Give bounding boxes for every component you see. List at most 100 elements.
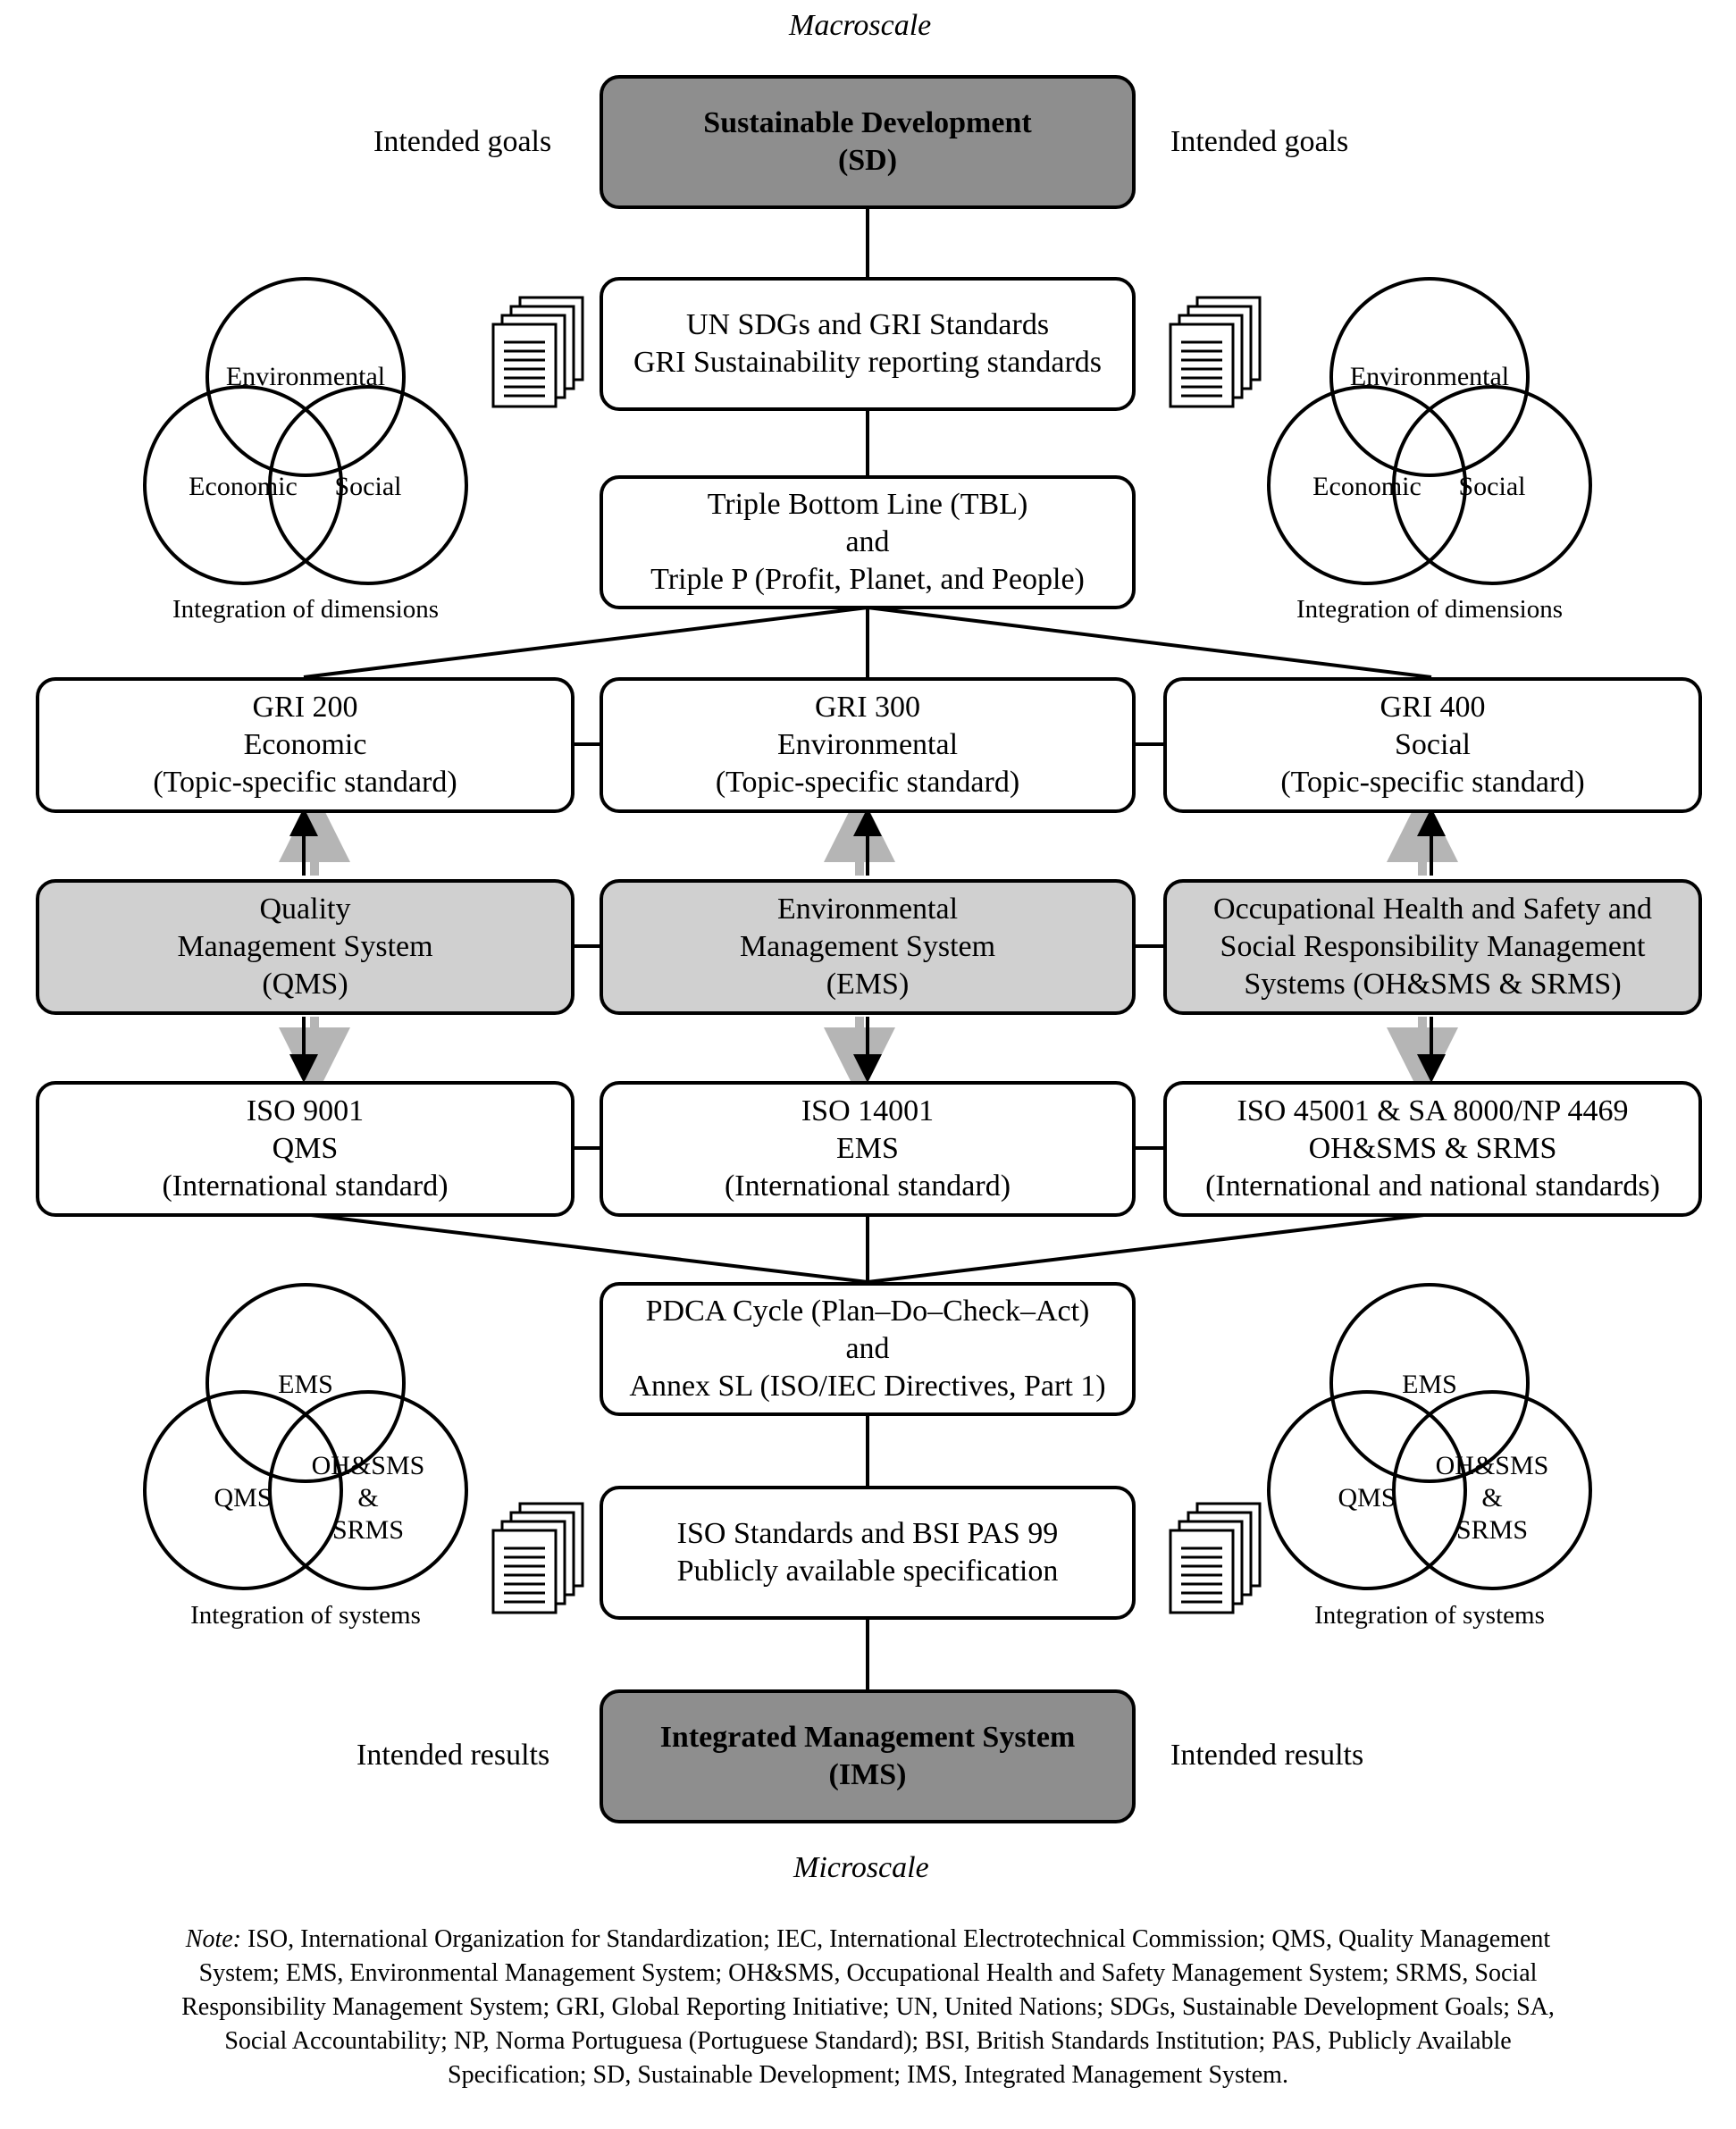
venn-dim-right-right: Social	[1458, 472, 1526, 501]
venn-circle	[143, 385, 343, 585]
tbl-line3: Triple P (Profit, Planet, and People)	[650, 563, 1085, 596]
iso45001-line1: ISO 45001 & SA 8000/NP 4469	[1237, 1094, 1629, 1127]
venn-sys-top-right: EMS	[1402, 1370, 1457, 1399]
intended-results-left: Intended results	[356, 1739, 550, 1772]
iso9001-line3: (International standard)	[162, 1169, 449, 1203]
gri200-line2: Economic	[243, 728, 367, 761]
venn-dim-caption-left: Integration of dimensions	[172, 595, 440, 624]
intended-goals-right: Intended goals	[1170, 125, 1349, 158]
venn-sys-right-left: OH&SMS & SRMS	[312, 1450, 425, 1546]
ems-line1: Environmental	[776, 893, 959, 926]
venn-sys-caption-right: Integration of systems	[1314, 1601, 1545, 1630]
iso45001-line3: (International and national standards)	[1205, 1169, 1660, 1203]
gri400-line1: GRI 400	[1380, 691, 1486, 724]
venn-sys-right-line2: &	[357, 1483, 379, 1513]
gri400-box: GRI 400 Social (Topic-specific standard)	[1163, 677, 1702, 813]
intended-results-right: Intended results	[1170, 1739, 1364, 1772]
venn-circle	[205, 277, 406, 477]
microscale-label: Microscale	[793, 1851, 929, 1884]
venn-sys-right-r-line1: OH&SMS	[1435, 1451, 1549, 1480]
connector-line	[303, 606, 868, 679]
venn-sys-right-r-line3: SRMS	[1455, 1515, 1529, 1545]
iso45001-line2: OH&SMS & SRMS	[1308, 1132, 1557, 1165]
venn-dim-top-left: Environmental	[225, 362, 386, 391]
iso9001-line1: ISO 9001	[246, 1094, 365, 1127]
iso9001-box: ISO 9001 QMS (International standard)	[36, 1081, 574, 1217]
venn-dim-right-left: Social	[334, 472, 402, 501]
qms-line3: (QMS)	[262, 968, 348, 1001]
venn-dim-left-right: Economic	[1312, 472, 1422, 501]
ohs-line1: Occupational Health and Safety and	[1213, 893, 1652, 926]
gri400-line2: Social	[1395, 728, 1471, 761]
qms-line1: Quality	[259, 893, 351, 926]
ohs-line3: Systems (OH&SMS & SRMS)	[1244, 968, 1622, 1001]
iso-bsi-line2: Publicly available specification	[676, 1555, 1059, 1588]
tbl-line1: Triple Bottom Line (TBL)	[707, 488, 1028, 521]
iso14001-box: ISO 14001 EMS (International standard)	[600, 1081, 1136, 1217]
macroscale-label: Macroscale	[789, 9, 932, 42]
tbl-box: Triple Bottom Line (TBL) and Triple P (P…	[600, 475, 1136, 609]
iso14001-line3: (International standard)	[724, 1169, 1011, 1203]
venn-circle	[1392, 1390, 1592, 1590]
iso14001-line2: EMS	[836, 1132, 899, 1165]
ohs-line2: Social Responsibility Management	[1220, 930, 1646, 963]
venn-dim-caption-right: Integration of dimensions	[1296, 595, 1564, 624]
venn-circle	[205, 1283, 406, 1483]
ems-box: Environmental Management System (EMS)	[600, 879, 1136, 1015]
iso-bsi-line1: ISO Standards and BSI PAS 99	[676, 1517, 1059, 1550]
venn-circle	[1329, 1283, 1530, 1483]
ims-abbr: (IMS)	[828, 1758, 907, 1791]
sd-box: Sustainable Development (SD)	[600, 75, 1136, 209]
venn-sys-left-right: QMS	[1338, 1483, 1396, 1513]
pdca-line1: PDCA Cycle (Plan–Do–Check–Act)	[645, 1295, 1090, 1328]
iso-bsi-box: ISO Standards and BSI PAS 99 Publicly av…	[600, 1486, 1136, 1620]
venn-dim-left-left: Economic	[189, 472, 298, 501]
iso14001-line1: ISO 14001	[801, 1094, 935, 1127]
pdca-line2: and	[845, 1332, 890, 1365]
sd-title: Sustainable Development	[703, 106, 1032, 139]
gri400-line3: (Topic-specific standard)	[1280, 766, 1585, 799]
footnote-label: Note:	[185, 1925, 241, 1953]
pdca-line3: Annex SL (ISO/IEC Directives, Part 1)	[629, 1370, 1106, 1403]
gri300-line1: GRI 300	[814, 691, 921, 724]
ims-box: Integrated Management System (IMS)	[600, 1689, 1136, 1823]
gri300-line2: Environmental	[776, 728, 959, 761]
venn-circle	[268, 385, 468, 585]
document-stack-icon	[491, 296, 584, 408]
venn-sys-right-right: OH&SMS & SRMS	[1436, 1450, 1549, 1546]
venn-circle	[1267, 385, 1467, 585]
tbl-line2: and	[845, 525, 890, 558]
gri200-line1: GRI 200	[252, 691, 358, 724]
ems-line3: (EMS)	[826, 968, 910, 1001]
gri300-line3: (Topic-specific standard)	[715, 766, 1020, 799]
gri300-box: GRI 300 Environmental (Topic-specific st…	[600, 677, 1136, 813]
document-stack-icon	[1169, 296, 1262, 408]
venn-sys-caption-left: Integration of systems	[190, 1601, 421, 1630]
un-sdgs-box: UN SDGs and GRI Standards GRI Sustainabi…	[600, 277, 1136, 411]
venn-sys-left-left: QMS	[214, 1483, 273, 1513]
venn-sys-right-line3: SRMS	[331, 1515, 405, 1545]
iso9001-line2: QMS	[272, 1132, 339, 1165]
connector-line	[867, 606, 1432, 679]
venn-dim-top-right: Environmental	[1349, 362, 1510, 391]
document-stack-icon	[1169, 1502, 1262, 1614]
gri200-line3: (Topic-specific standard)	[153, 766, 457, 799]
un-sdgs-line1: UN SDGs and GRI Standards	[685, 308, 1050, 341]
venn-circle	[143, 1390, 343, 1590]
venn-sys-right-line1: OH&SMS	[311, 1451, 425, 1480]
iso45001-box: ISO 45001 & SA 8000/NP 4469 OH&SMS & SRM…	[1163, 1081, 1702, 1217]
document-stack-icon	[491, 1502, 584, 1614]
ems-line2: Management System	[739, 930, 996, 963]
gri200-box: GRI 200 Economic (Topic-specific standar…	[36, 677, 574, 813]
venn-circle	[1267, 1390, 1467, 1590]
venn-circle	[1392, 385, 1592, 585]
intended-goals-left: Intended goals	[373, 125, 552, 158]
pdca-box: PDCA Cycle (Plan–Do–Check–Act) and Annex…	[600, 1282, 1136, 1416]
venn-sys-right-r-line2: &	[1481, 1483, 1503, 1513]
footnote: Note: ISO, International Organization fo…	[179, 1923, 1557, 2092]
ims-title: Integrated Management System	[659, 1721, 1076, 1754]
ohs-box: Occupational Health and Safety and Socia…	[1163, 879, 1702, 1015]
qms-line2: Management System	[177, 930, 433, 963]
sd-abbr: (SD)	[837, 144, 898, 177]
